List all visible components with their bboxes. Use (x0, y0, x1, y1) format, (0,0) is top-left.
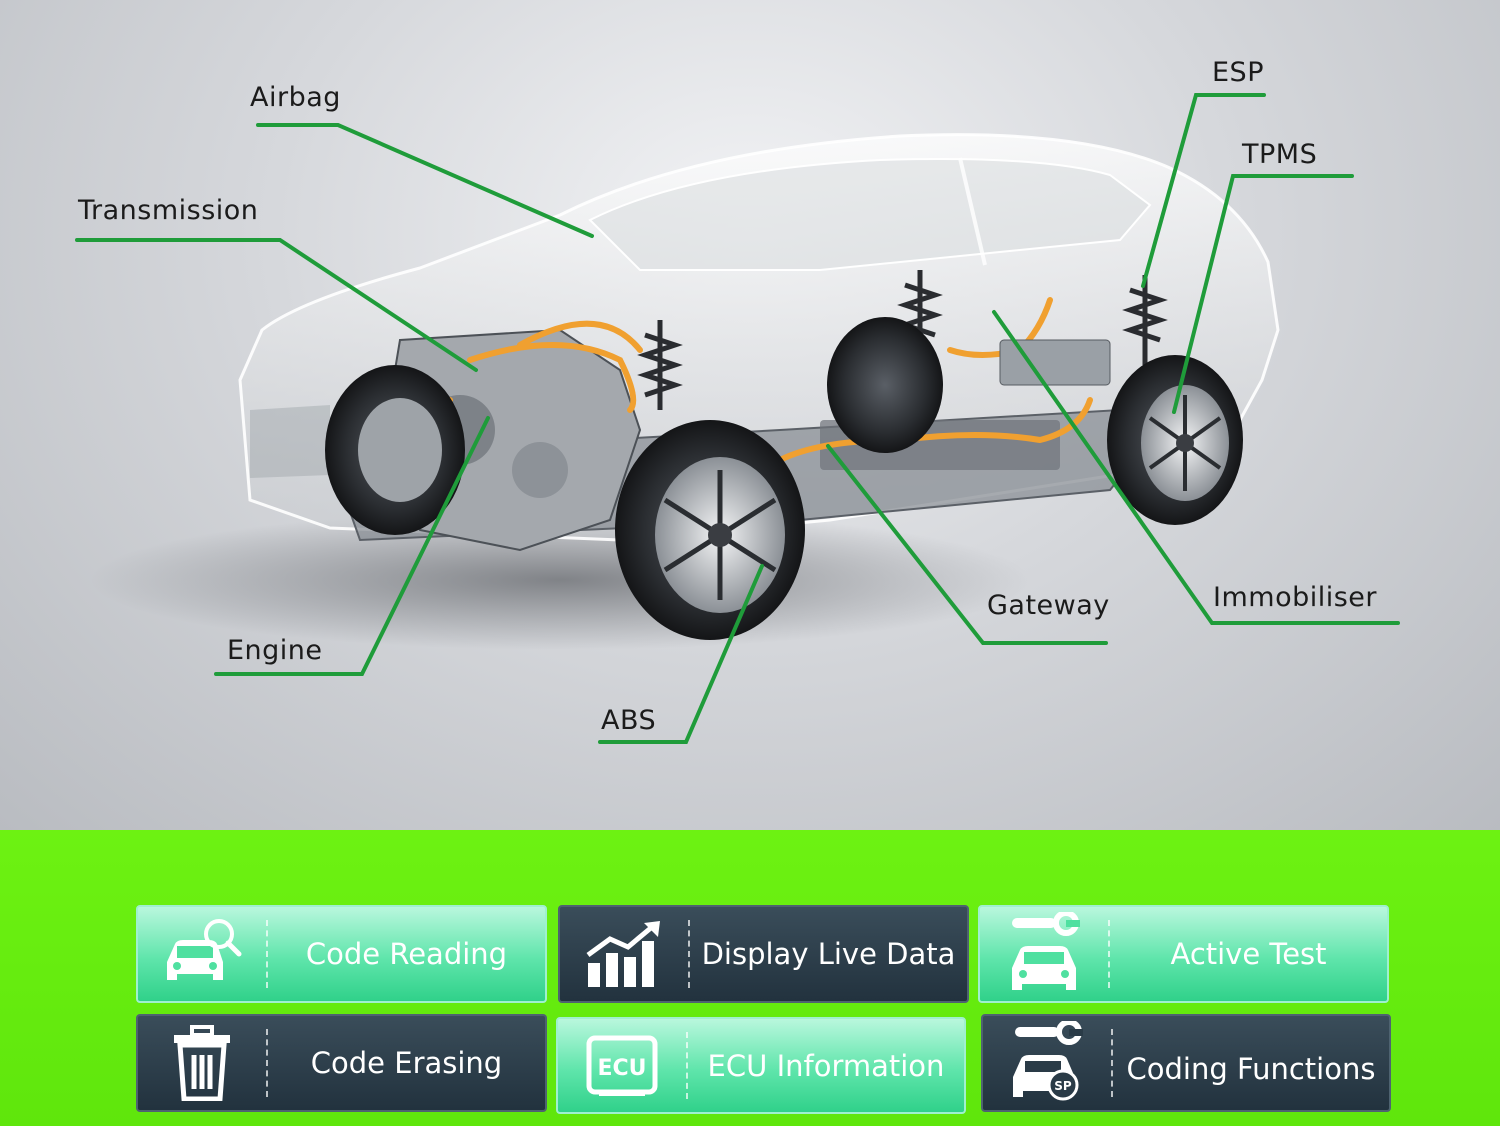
car-chip-wrench-icon: SP (983, 1016, 1111, 1110)
rear-right-wheel (1107, 355, 1243, 525)
engine-leader (214, 416, 490, 676)
transmission-leader (75, 238, 478, 372)
leader-lines (75, 93, 1400, 744)
esp-leader (1141, 93, 1266, 288)
ecu-chip-icon: ECU (558, 1019, 686, 1112)
chart-trend-icon (560, 907, 688, 1001)
engine-label: Engine (227, 635, 323, 666)
car-search-icon (138, 907, 266, 1001)
code-erasing-label: Code Erasing (310, 1046, 503, 1080)
gateway-leader (826, 444, 1108, 645)
tile-separator (266, 920, 268, 988)
tpms-label: TPMS (1242, 139, 1318, 170)
tile-separator (688, 920, 690, 988)
code-erasing-tile[interactable]: Code Erasing (136, 1014, 547, 1112)
tile-separator (1111, 1029, 1113, 1097)
airbag-label: Airbag (250, 82, 341, 113)
tile-separator (1108, 920, 1110, 988)
display-live-data-label: Display Live Data (701, 937, 956, 971)
immobiliser-leader (992, 310, 1400, 625)
airbag-leader (256, 123, 594, 238)
rear-strut-right (1122, 275, 1168, 365)
esp-label: ESP (1212, 57, 1264, 88)
front-strut (637, 320, 683, 410)
car-windows (588, 158, 1152, 271)
immobiliser-label: Immobiliser (1213, 582, 1378, 613)
tile-separator (266, 1029, 268, 1097)
active-test-tile[interactable]: Active Test (978, 905, 1389, 1003)
ecu-information-label: ECU Information (707, 1048, 945, 1083)
ecu-icon-text: ECU (597, 1056, 646, 1081)
active-test-label: Active Test (1170, 937, 1327, 971)
gateway-label: Gateway (987, 590, 1110, 621)
display-live-data-tile[interactable]: Display Live Data (558, 905, 969, 1003)
orange-cable (397, 297, 1093, 483)
coding-functions-label: Coding Functions (1126, 1052, 1376, 1086)
sp-icon-text: SP (1054, 1079, 1072, 1093)
rear-left-wheel (827, 317, 943, 453)
tile-separator (686, 1032, 688, 1099)
abs-label: ABS (601, 705, 657, 736)
trash-can-icon (138, 1016, 266, 1110)
coding-functions-tile[interactable]: SP Coding Functions (981, 1014, 1391, 1112)
code-reading-tile[interactable]: Code Reading (136, 905, 547, 1003)
code-reading-label: Code Reading (305, 937, 508, 971)
feature-panel: Code Reading Display Live Data (0, 830, 1500, 1126)
car-wrench-icon (980, 907, 1108, 1001)
tpms-leader (1172, 174, 1354, 414)
car-diagram-area: Airbag Transmission Engine ABS Gateway I… (0, 0, 1500, 830)
front-right-wheel (615, 420, 805, 640)
front-left-wheel (325, 365, 465, 535)
abs-leader (598, 564, 764, 744)
ecu-information-tile[interactable]: ECU ECU Information (556, 1017, 966, 1114)
car-illustration (75, 93, 1400, 744)
transmission-label: Transmission (78, 195, 259, 226)
